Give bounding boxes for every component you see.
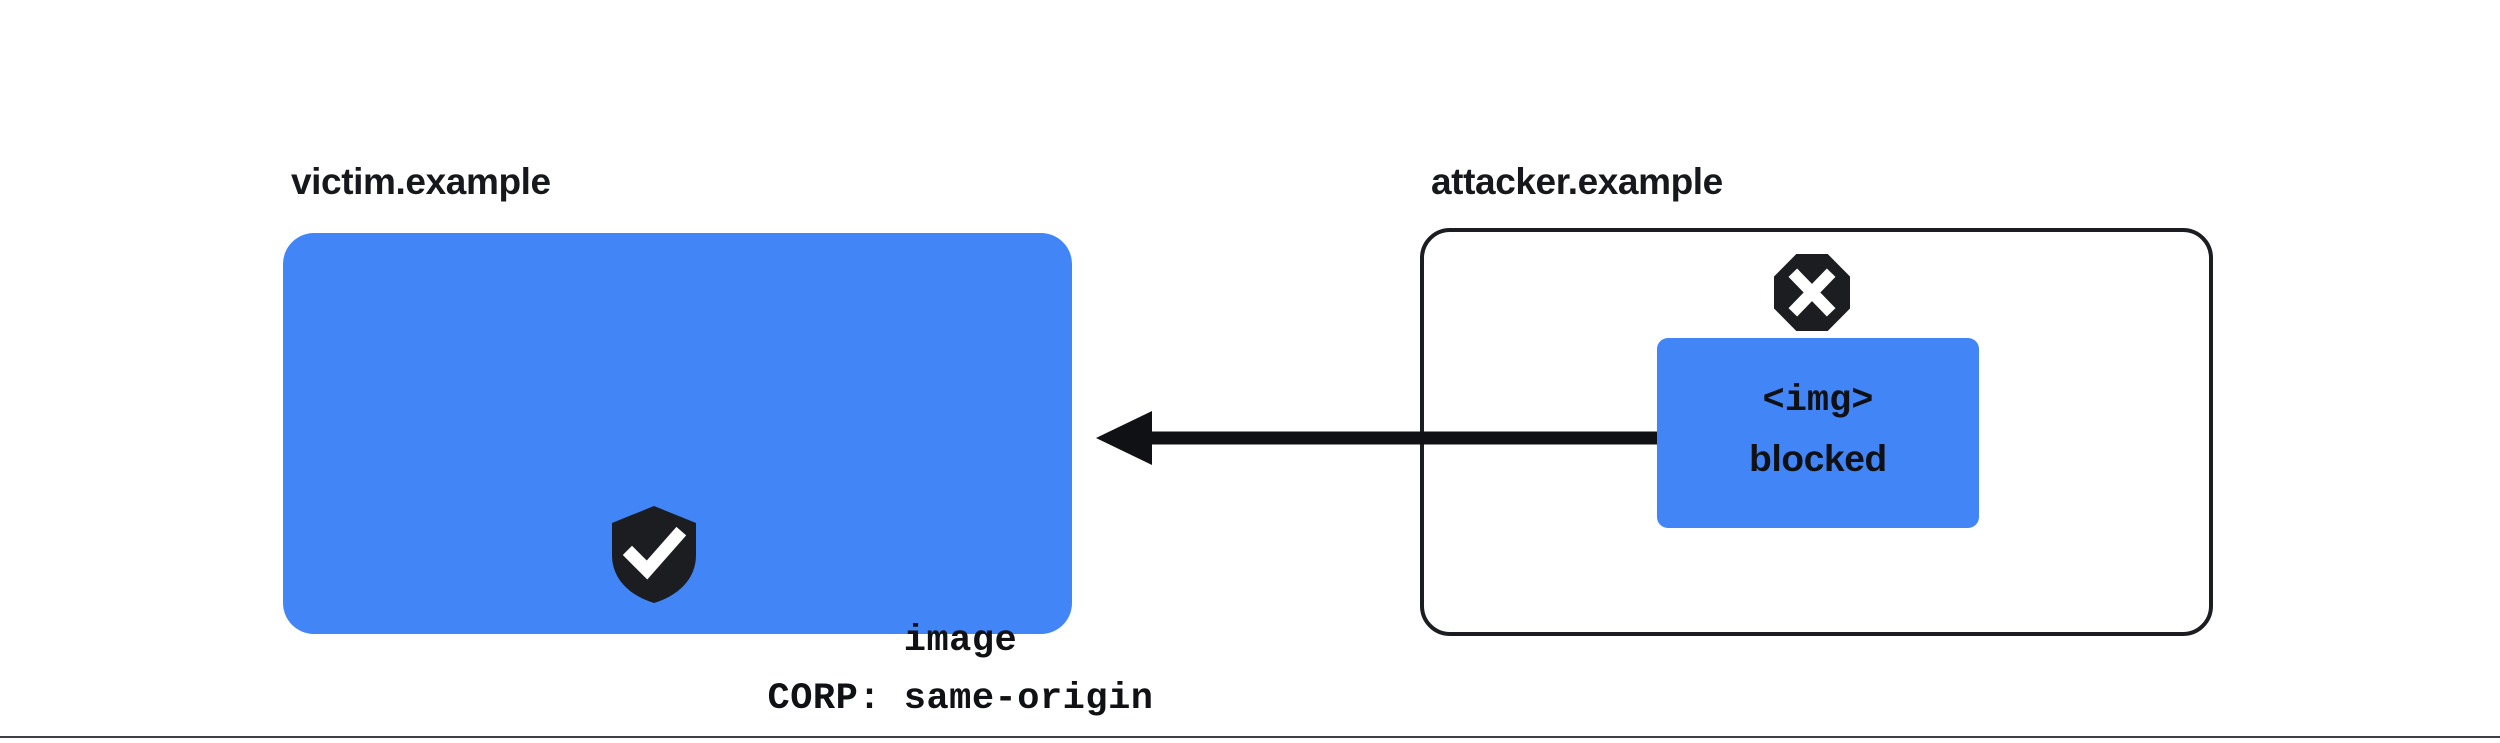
blocked-request-arrow (1096, 411, 1670, 465)
victim-resource-line-1: CORP: same-origin (767, 678, 1154, 720)
attacker-origin-label: attacker.example (1431, 161, 1723, 202)
octagon-x-icon (1774, 254, 1850, 331)
attacker-request-line-0: <img> (1762, 380, 1874, 422)
bottom-divider (0, 736, 2500, 738)
victim-resource-line-0: image (903, 620, 1018, 662)
attacker-request-text: <img> blocked (1657, 372, 1979, 488)
victim-origin-label: victim.example (291, 161, 551, 202)
attacker-img-request-box: <img> blocked (1657, 338, 1979, 528)
victim-resource-text: image CORP: same-origin (566, 612, 1355, 728)
attacker-request-line-1: blocked (1749, 438, 1887, 479)
victim-resource-box: image CORP: same-origin (283, 233, 1153, 720)
shield-check-icon (612, 506, 696, 603)
